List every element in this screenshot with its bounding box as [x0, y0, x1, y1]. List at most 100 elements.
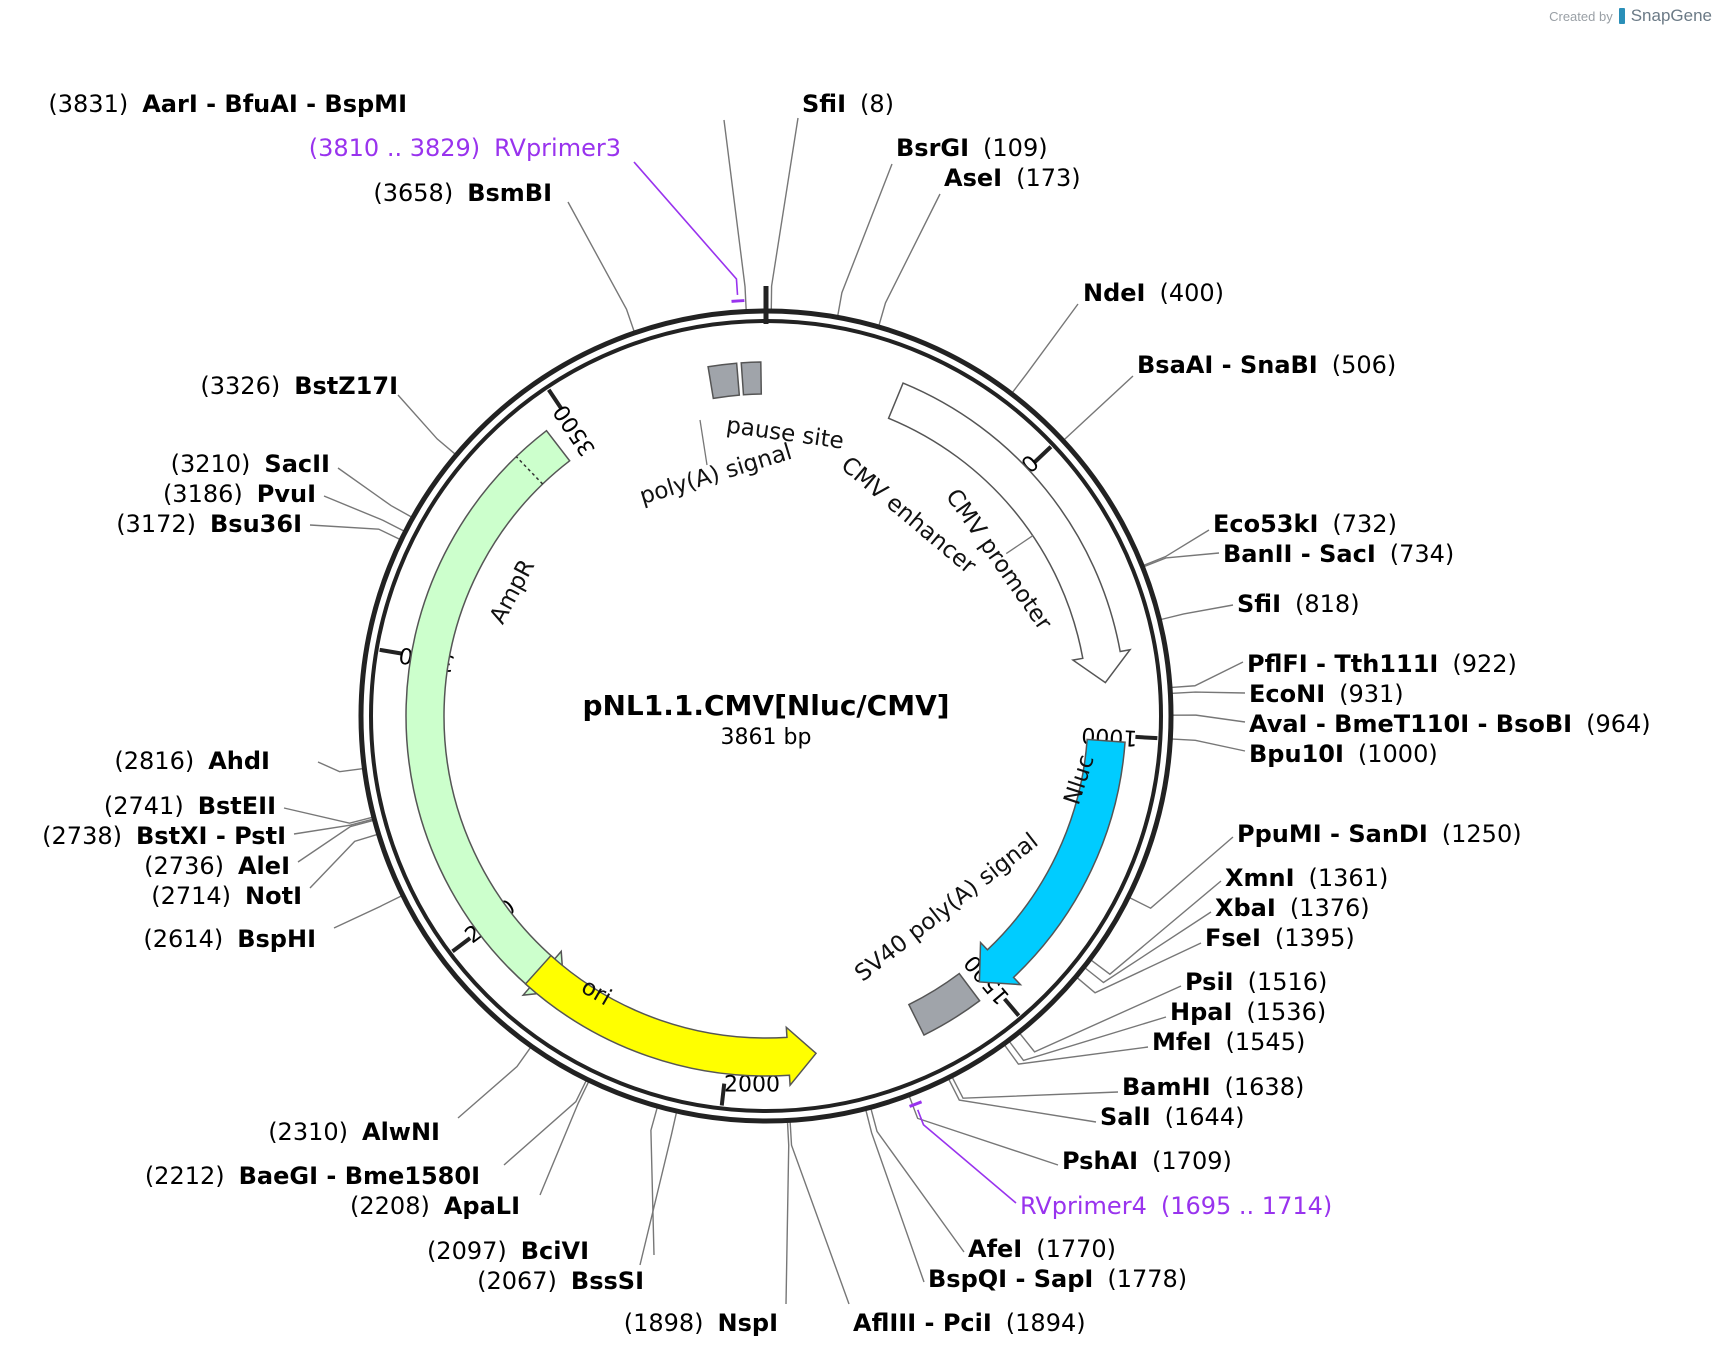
site-position: (3210): [171, 450, 251, 478]
site-name: NdeI: [1083, 279, 1145, 307]
leader-xbai-15: [1083, 911, 1212, 984]
site-name: XbaI: [1215, 894, 1276, 922]
site-position: (1516): [1248, 968, 1328, 996]
leader-bpu10i-12: [1170, 738, 1246, 752]
leader-sacii-40: [337, 467, 414, 519]
feature-cmv-enhancer: [887, 382, 1132, 684]
site-label-psii-17: PsiI (1516): [1185, 968, 1327, 996]
site-name: AlwNI: [362, 1118, 440, 1146]
leader-apali-29: [539, 1080, 590, 1196]
site-position: (2736): [144, 852, 224, 880]
primer-mark-rvprimer4: [909, 1100, 923, 1108]
snapgene-watermark: Created by SnapGene: [1549, 6, 1712, 26]
site-label-bspqi-sapi-24: BspQI - SapI(1778): [928, 1265, 1187, 1293]
leader-bsteii-36: [283, 807, 374, 824]
site-label-bsssi-27: (2067)BssSI: [477, 1267, 644, 1295]
site-label-bsteii-36: (2741)BstEII: [104, 792, 276, 820]
site-position: (1361): [1309, 864, 1389, 892]
site-name: SalI: [1100, 1103, 1151, 1131]
site-position: (2212): [145, 1162, 225, 1190]
primer-mark-rvprimer3: [731, 299, 745, 303]
feature-poly-a-signal: [707, 362, 741, 400]
tick-label: 2000: [724, 1073, 780, 1098]
leader-psii-17: [1018, 985, 1182, 1053]
site-label-sacii-40: (3210)SacII: [171, 450, 330, 478]
leader-alei-34: [297, 819, 375, 863]
site-position: (400): [1159, 279, 1224, 307]
site-name: NotI: [245, 882, 302, 910]
tick-mark: [1002, 997, 1021, 1017]
site-position: (734): [1390, 540, 1455, 568]
snapgene-logo-icon: [1618, 8, 1625, 24]
site-name: Eco53kI: [1213, 510, 1318, 538]
primer-name: RVprimer3: [494, 134, 621, 162]
site-position: (1770): [1036, 1235, 1116, 1263]
site-name: PsiI: [1185, 968, 1234, 996]
leader-sfii-8: [1159, 604, 1234, 621]
leader-bcivi-28: [650, 1106, 659, 1256]
leader-sali-21: [947, 1077, 1097, 1123]
leader-bstxi-psti-35: [293, 818, 375, 835]
site-name: AhdI: [208, 747, 270, 775]
site-label-nspi-26: (1898)NspI: [624, 1309, 778, 1337]
site-position: (1536): [1246, 998, 1326, 1026]
site-name: AleI: [238, 852, 290, 880]
site-label-xmni-14: XmnI(1361): [1225, 864, 1388, 892]
site-position: (2816): [114, 747, 194, 775]
site-label-sfii-1: SfiI(8): [802, 90, 894, 118]
site-name: PvuI: [257, 480, 316, 508]
leader-econi-10: [1170, 691, 1246, 695]
polya-label-leader: [699, 419, 708, 466]
plasmid-name: pNL1.1.CMV[Nluc/CMV]: [582, 689, 949, 722]
site-position: (931): [1339, 680, 1404, 708]
site-position: (1250): [1442, 820, 1522, 848]
site-label-bsrgi-2: BsrGI (109): [896, 134, 1048, 162]
leader-nspi-26: [785, 1120, 790, 1305]
site-label-layer: (3831)AarI - BfuAI - BspMI SfiI(8)BsrGI (1…: [42, 90, 1650, 1337]
site-name: BciVI: [521, 1237, 589, 1265]
site-name: BsmBI: [467, 179, 552, 207]
site-label-hpai-18: HpaI(1536): [1170, 998, 1326, 1026]
leader-hpai-18: [1007, 1016, 1167, 1062]
primer-name: RVprimer4: [1020, 1192, 1147, 1220]
site-name: BstEII: [198, 792, 276, 820]
feature-sv40-poly-a-signal: [907, 972, 981, 1037]
tick-mark: [451, 936, 472, 953]
leader-ppumi-sandi-13: [1127, 836, 1234, 910]
primer-label-rvprimer4: RVprimer4(1695 .. 1714): [1020, 1192, 1332, 1220]
site-position: (1709): [1152, 1147, 1232, 1175]
site-position: (2714): [151, 882, 231, 910]
leader-bsssi-27: [639, 1110, 678, 1266]
site-label-bstxi-psti-35: (2738)BstXI - PstI: [42, 822, 286, 850]
site-label-alei-34: (2736) AleI: [144, 852, 290, 880]
site-position: (109): [983, 134, 1048, 162]
leader-noti-33: [309, 833, 379, 889]
site-name: BsrGI: [896, 134, 969, 162]
site-name: Bsu36I: [210, 510, 302, 538]
site-name: BspHI: [237, 925, 316, 953]
site-position: (2208): [350, 1192, 430, 1220]
tick-mark: [1135, 734, 1158, 741]
site-name: AseI: [944, 164, 1002, 192]
site-name: Bpu10I: [1249, 740, 1344, 768]
site-name: NspI: [718, 1309, 778, 1337]
feature-label-ampr: AmpR: [485, 555, 540, 628]
feature-label-poly-a-signal: poly(A) signal: [637, 439, 795, 510]
tick-mark: [1033, 445, 1053, 464]
site-position: (1376): [1290, 894, 1370, 922]
leader-bspqi-sapi-24: [864, 1108, 925, 1283]
site-label-aari-bfuai-bspmi-0: (3831)AarI - BfuAI - BspMI: [48, 90, 407, 118]
site-name: BsaAI - SnaBI: [1137, 351, 1318, 379]
site-label-ndei-4: NdeI (400): [1083, 279, 1224, 307]
site-position: (2097): [427, 1237, 507, 1265]
site-position: (1395): [1275, 924, 1355, 952]
site-name: BssSI: [571, 1267, 644, 1295]
site-name: EcoNI: [1249, 680, 1325, 708]
site-name: AfeI: [968, 1235, 1022, 1263]
site-position: (818): [1295, 590, 1360, 618]
site-position: (1000): [1358, 740, 1438, 768]
site-position: (3658): [373, 179, 453, 207]
leader-ndei-4: [1010, 303, 1079, 395]
site-name: BamHI: [1122, 1073, 1211, 1101]
leader-pflfi-tth111i-9: [1169, 661, 1244, 689]
